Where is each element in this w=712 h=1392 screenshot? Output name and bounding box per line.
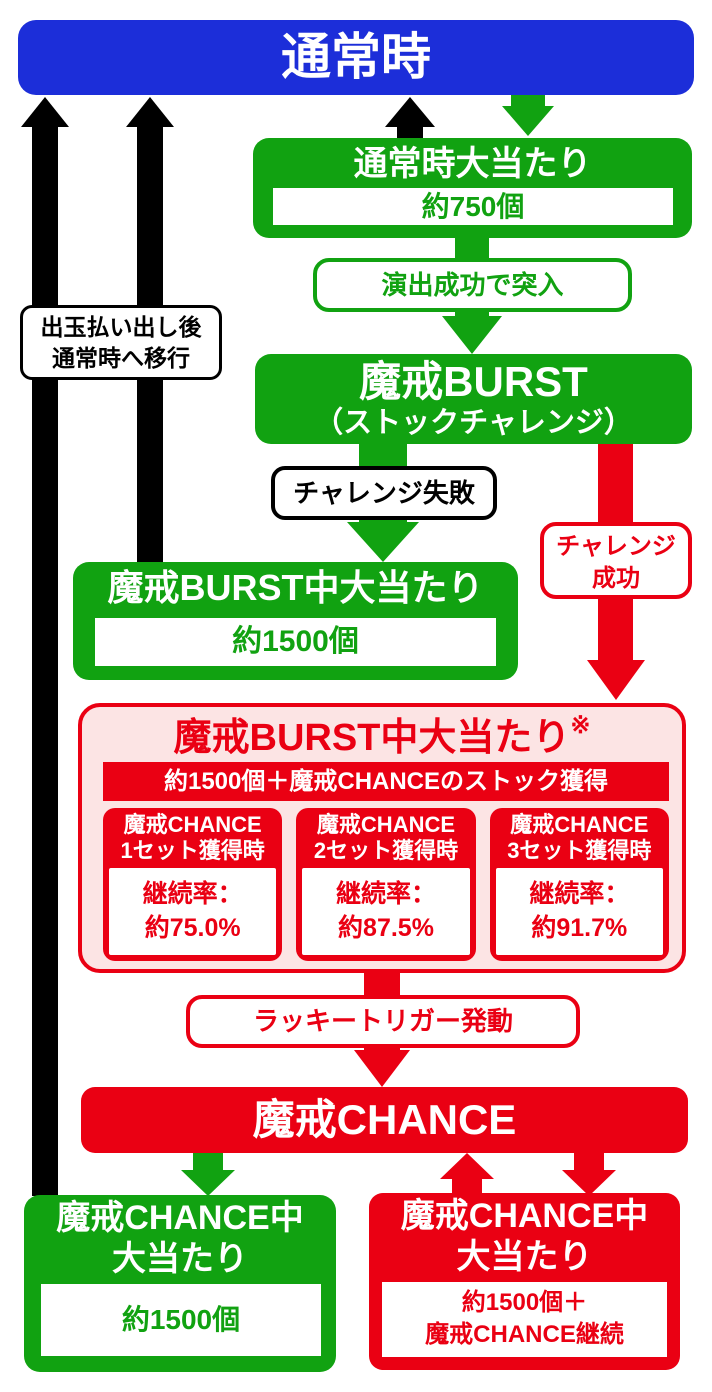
lt-set-2-name2: 2セット獲得時: [313, 838, 459, 863]
node-chance: 魔戒CHANCE: [81, 1087, 688, 1153]
down-arrow-shaft-chance-green: [193, 1153, 223, 1172]
up-arrow-head-left: [21, 97, 69, 127]
lt-set-2: 魔戒CHANCE 2セット獲得時 継続率： 約87.5%: [296, 808, 476, 961]
lt-set-3-name2: 3セット獲得時: [507, 838, 652, 863]
lt-set-2-name1: 魔戒CHANCE: [316, 812, 456, 837]
node-burst-jackpot-label: 魔戒BURST中大当たり: [107, 567, 484, 608]
node-normal-jackpot-payout-box: 約750個: [273, 188, 673, 225]
node-chance-jackpot-green-payout: 約1500個: [121, 1304, 241, 1335]
lt-set-3-name1: 魔戒CHANCE: [510, 812, 649, 837]
up-arrow-head-mid: [126, 97, 174, 127]
node-chance-jackpot-green-payout-box: 約1500個: [41, 1284, 321, 1356]
node-chance-jackpot-green-line2: 大当たり: [112, 1240, 248, 1278]
up-arrow-shaft-normal-jackpot: [397, 125, 423, 139]
down-arrow-shaft-chance-red: [574, 1153, 604, 1172]
down-arrow-head-challenge-success: [587, 660, 645, 700]
lt-set-3-rate-value: 約91.7%: [531, 914, 628, 942]
down-arrow-head-chance-red: [562, 1170, 616, 1196]
node-chance-jackpot-green-line1: 魔戒CHANCE中: [56, 1199, 304, 1237]
lucky-trigger-label: ラッキートリガー発動: [252, 1006, 513, 1036]
lt-panel-payout-text: 約1500個＋魔戒CHANCEのストック獲得: [163, 768, 609, 795]
node-chance-jackpot-red-line2: 大当たり: [456, 1238, 593, 1276]
lt-set-2-rate-value: 約87.5%: [338, 914, 434, 942]
return-note-line2: 通常時へ移行: [52, 345, 190, 371]
node-chance-jackpot-red: 魔戒CHANCE中 大当たり 約1500個＋ 魔戒CHANCE継続: [369, 1193, 680, 1370]
lucky-trigger-pill: ラッキートリガー発動: [186, 995, 580, 1048]
node-normal-label: 通常時: [281, 29, 431, 85]
node-burst: 魔戒BURST （ストックチャレンジ）: [255, 354, 692, 444]
lt-set-2-rate-box: 継続率： 約87.5%: [302, 868, 470, 955]
node-chance-jackpot-red-payout1: 約1500個＋: [461, 1289, 588, 1316]
lt-panel-title: 魔戒BURST中大当たり※: [82, 711, 682, 765]
node-chance-label: 魔戒CHANCE: [252, 1096, 517, 1143]
node-burst-label: 魔戒BURST: [359, 358, 588, 405]
lt-panel-sets: 魔戒CHANCE 1セット獲得時 継続率： 約75.0% 魔戒CHANCE 2セ…: [103, 808, 669, 961]
challenge-fail-pill: チャレンジ失敗: [271, 466, 497, 520]
challenge-fail-label: チャレンジ失敗: [293, 478, 475, 508]
lt-set-3: 魔戒CHANCE 3セット獲得時 継続率： 約91.7%: [489, 808, 669, 961]
lt-panel: 魔戒BURST中大当たり※ 約1500個＋魔戒CHANCEのストック獲得 魔戒C…: [78, 703, 686, 973]
node-chance-jackpot-red-payout2: 魔戒CHANCE継続: [425, 1321, 624, 1348]
node-burst-jackpot: 魔戒BURST中大当たり 約1500個: [73, 562, 518, 680]
up-arrow-head-chance-red: [440, 1153, 494, 1179]
up-arrow-shaft-chance-red: [452, 1177, 482, 1194]
lt-set-3-rate-label: 継続率：: [529, 880, 630, 908]
down-arrow-head-to-burst: [442, 316, 502, 354]
lt-set-1-name1: 魔戒CHANCE: [123, 812, 262, 837]
return-note-box: 出玉払い出し後 通常時へ移行: [20, 305, 222, 380]
node-chance-jackpot-red-line1: 魔戒CHANCE中: [400, 1197, 649, 1235]
node-normal-jackpot: 通常時大当たり 約750個: [253, 138, 692, 238]
down-arrow-head-challenge-fail: [347, 522, 419, 562]
up-arrow-head-normal-jackpot: [385, 97, 435, 127]
lt-set-2-rate-label: 継続率：: [335, 880, 436, 908]
lt-set-1: 魔戒CHANCE 1セット獲得時 継続率： 約75.0%: [103, 808, 283, 961]
lt-set-3-rate-box: 継続率： 約91.7%: [495, 868, 663, 955]
node-chance-jackpot-red-payout-box: 約1500個＋ 魔戒CHANCE継続: [382, 1282, 667, 1357]
lt-panel-payout-bar: 約1500個＋魔戒CHANCEのストック獲得: [103, 762, 669, 801]
node-normal-jackpot-label: 通常時大当たり: [353, 145, 592, 183]
intro-success-pill: 演出成功で突入: [313, 258, 632, 312]
challenge-success-line2: 成功: [592, 565, 640, 592]
down-arrow-head-to-normal-jackpot: [502, 106, 554, 136]
up-arrow-shaft-left: [32, 125, 58, 1196]
down-arrow-head-chance-green: [181, 1170, 235, 1196]
node-burst-sublabel: （ストックチャレンジ）: [314, 407, 633, 439]
node-normal-jackpot-payout: 約750個: [421, 191, 525, 222]
challenge-success-line1: チャレンジ: [556, 533, 676, 560]
lt-set-1-name2: 1セット獲得時: [120, 838, 265, 863]
lt-set-1-rate-label: 継続率：: [142, 880, 243, 908]
lt-set-1-rate-value: 約75.0%: [144, 914, 241, 942]
node-burst-jackpot-payout-box: 約1500個: [95, 618, 496, 666]
lt-panel-title-text: 魔戒BURST中大当たり: [173, 717, 571, 759]
node-normal: 通常時: [18, 20, 694, 95]
node-chance-jackpot-green: 魔戒CHANCE中 大当たり 約1500個: [24, 1195, 336, 1372]
return-note-line1: 出玉払い出し後: [40, 314, 202, 340]
intro-success-label: 演出成功で突入: [381, 270, 564, 300]
down-arrow-head-lucky-trigger: [354, 1050, 410, 1087]
node-burst-jackpot-payout: 約1500個: [232, 625, 359, 658]
lt-panel-title-note: ※: [570, 712, 591, 739]
challenge-success-pill: チャレンジ 成功: [540, 522, 692, 599]
lt-set-1-rate-box: 継続率： 約75.0%: [109, 868, 277, 955]
